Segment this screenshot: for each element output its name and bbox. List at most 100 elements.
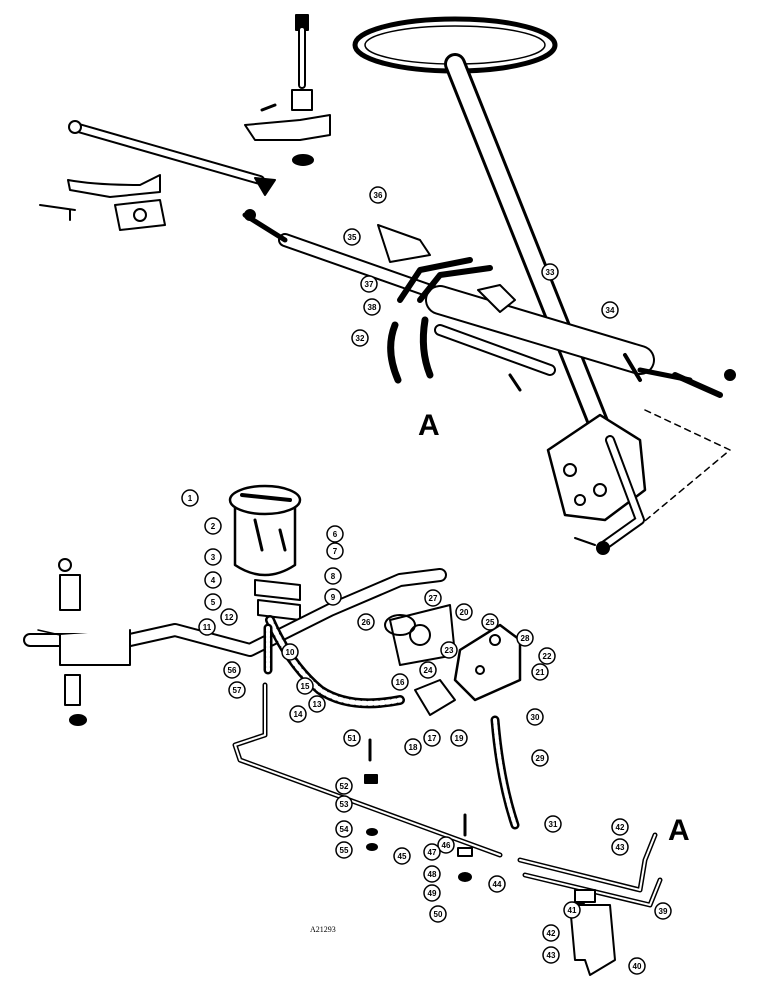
callout-circle-29 xyxy=(531,749,549,767)
suction-hose xyxy=(263,615,405,709)
steering-wheel xyxy=(352,16,616,451)
callout-number-43: 43 xyxy=(616,843,625,852)
callout-circle-35 xyxy=(343,228,361,246)
callout-circle-57 xyxy=(228,681,246,699)
callout-number-5: 5 xyxy=(211,598,216,607)
callout-circle-48 xyxy=(423,865,441,883)
callout-number-44: 44 xyxy=(493,880,502,889)
callout-circle-21 xyxy=(531,663,549,681)
callout-number-6: 6 xyxy=(333,530,338,539)
callout-circle-22 xyxy=(538,647,556,665)
hydraulic-lines-lower xyxy=(232,682,663,908)
callout-circle-33 xyxy=(541,263,559,281)
callout-number-1: 1 xyxy=(188,494,193,503)
callout-circle-45 xyxy=(393,847,411,865)
callout-circle-40 xyxy=(628,957,646,975)
callout-circle-56 xyxy=(223,661,241,679)
callout-number-12: 12 xyxy=(225,613,234,622)
callout-circle-14 xyxy=(289,705,307,723)
callout-circle-13 xyxy=(308,695,326,713)
callout-number-4: 4 xyxy=(211,576,216,585)
callout-circle-17 xyxy=(423,729,441,747)
callout-circle-43 xyxy=(611,838,629,856)
callout-number-2: 2 xyxy=(211,522,216,531)
callout-circle-18 xyxy=(404,738,422,756)
callout-number-52: 52 xyxy=(340,782,349,791)
pump-assembly xyxy=(384,604,522,716)
callout-number-7: 7 xyxy=(333,547,338,556)
callout-number-24: 24 xyxy=(424,666,433,675)
callout-number-9: 9 xyxy=(331,593,336,602)
callout-circle-38 xyxy=(363,298,381,316)
pressure-hose xyxy=(490,715,520,830)
mounting-bracket xyxy=(569,889,616,976)
callout-number-14: 14 xyxy=(294,710,303,719)
callout-circle-34 xyxy=(601,301,619,319)
callout-number-42: 42 xyxy=(616,823,625,832)
callout-circle-30 xyxy=(526,708,544,726)
callout-circle-3 xyxy=(204,548,222,566)
section-letter-lower: A xyxy=(668,814,690,847)
callout-number-40: 40 xyxy=(633,962,642,971)
callout-number-33: 33 xyxy=(546,268,555,277)
callout-circle-12 xyxy=(220,608,238,626)
callout-circle-46 xyxy=(437,836,455,854)
callout-circle-55 xyxy=(335,841,353,859)
callout-circle-23 xyxy=(440,641,458,659)
callout-number-46: 46 xyxy=(442,841,451,850)
callout-circle-28 xyxy=(516,629,534,647)
callout-number-18: 18 xyxy=(409,743,418,752)
callout-circle-11 xyxy=(198,618,216,636)
power-cylinder xyxy=(242,209,736,398)
callout-number-38: 38 xyxy=(368,303,377,312)
callout-circle-8 xyxy=(324,567,342,585)
callout-number-45: 45 xyxy=(398,852,407,861)
callout-circle-24 xyxy=(419,661,437,679)
callout-circle-10 xyxy=(281,643,299,661)
callout-number-22: 22 xyxy=(543,652,552,661)
callout-circle-43 xyxy=(542,946,560,964)
callout-number-43: 43 xyxy=(547,951,556,960)
callout-circle-50 xyxy=(429,905,447,923)
callout-number-53: 53 xyxy=(340,800,349,809)
callout-circle-42 xyxy=(542,924,560,942)
callout-number-56: 56 xyxy=(228,666,237,675)
callout-number-27: 27 xyxy=(429,594,438,603)
callout-number-57: 57 xyxy=(233,686,242,695)
callout-circle-4 xyxy=(204,571,222,589)
callout-circle-37 xyxy=(360,275,378,293)
callout-circle-19 xyxy=(450,729,468,747)
callout-number-11: 11 xyxy=(203,623,212,632)
steering-gear-box xyxy=(546,413,647,555)
callout-number-30: 30 xyxy=(531,713,540,722)
callout-circle-27 xyxy=(424,589,442,607)
callout-number-42: 42 xyxy=(547,929,556,938)
callout-number-35: 35 xyxy=(348,233,357,242)
callout-circle-39 xyxy=(654,902,672,920)
callout-circle-20 xyxy=(455,603,473,621)
callout-number-21: 21 xyxy=(536,668,545,677)
callout-circle-2 xyxy=(204,517,222,535)
small-fasteners xyxy=(364,738,473,882)
callout-number-55: 55 xyxy=(340,846,349,855)
callout-circle-9 xyxy=(324,588,342,606)
callout-number-23: 23 xyxy=(445,646,454,655)
callout-circle-49 xyxy=(423,884,441,902)
callout-number-39: 39 xyxy=(659,907,668,916)
callout-number-36: 36 xyxy=(374,191,383,200)
callout-number-50: 50 xyxy=(434,910,443,919)
callout-number-29: 29 xyxy=(536,754,545,763)
hoses-upper xyxy=(377,224,516,384)
callout-number-41: 41 xyxy=(568,906,577,915)
callout-number-28: 28 xyxy=(521,634,530,643)
callout-circle-42 xyxy=(611,818,629,836)
callout-number-31: 31 xyxy=(549,820,558,829)
callout-circle-41 xyxy=(563,901,581,919)
callout-number-20: 20 xyxy=(460,608,469,617)
callout-number-8: 8 xyxy=(331,572,336,581)
callout-circle-52 xyxy=(335,777,353,795)
callout-circle-25 xyxy=(481,613,499,631)
callout-number-49: 49 xyxy=(428,889,437,898)
front-axle-yoke xyxy=(23,558,447,726)
